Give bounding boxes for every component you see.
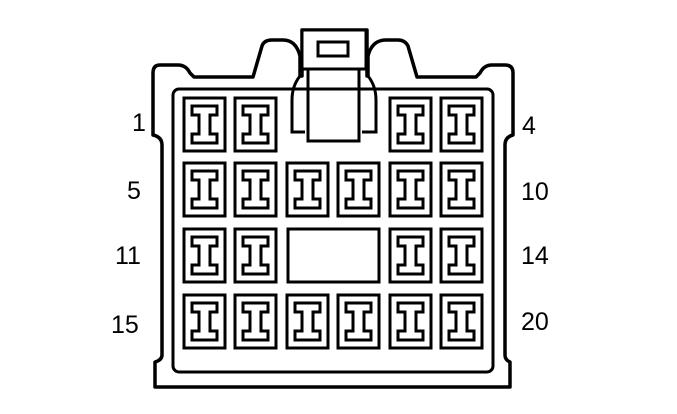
latch-stem [306,67,361,143]
pin-cavity-1 [182,96,227,153]
label-row4-left: 15 [111,311,139,339]
pin-cavity-11 [182,227,227,284]
blank-cavity [286,227,381,284]
pin-cavity-7 [285,161,330,218]
pin-cavity-18 [336,293,381,350]
pin-cavity-5 [182,161,227,218]
pin-cavity-10 [439,161,484,218]
cavity-body [171,87,495,374]
pin-cavity-2 [233,96,278,153]
label-row2-right: 10 [521,178,549,206]
label-row3-right: 14 [521,242,549,270]
label-row2-left: 5 [127,177,141,205]
label-row4-right: 20 [521,308,549,336]
pin-cavity-9 [388,161,433,218]
pin-cavity-19 [388,293,433,350]
pin-cavity-12 [233,227,278,284]
pin-cavity-8 [336,161,381,218]
pin-cavity-15 [182,293,227,350]
latch-arm-left [290,75,305,134]
pin-cavity-6 [233,161,278,218]
label-row3-left: 11 [115,242,141,270]
pin-cavity-20 [439,293,484,350]
pin-cavity-3 [388,96,433,153]
pin-cavity-16 [233,293,278,350]
latch-window [316,40,350,58]
connector-housing-outer [151,28,515,389]
pin-cavity-13 [388,227,433,284]
label-row1-right: 4 [522,112,536,140]
pin-cavity-17 [285,293,330,350]
cavity-grid [182,96,484,350]
label-row1-left: 1 [132,109,146,137]
pin-cavity-14 [439,227,484,284]
pin-cavity-4 [439,96,484,153]
latch-arm-right [362,75,378,134]
